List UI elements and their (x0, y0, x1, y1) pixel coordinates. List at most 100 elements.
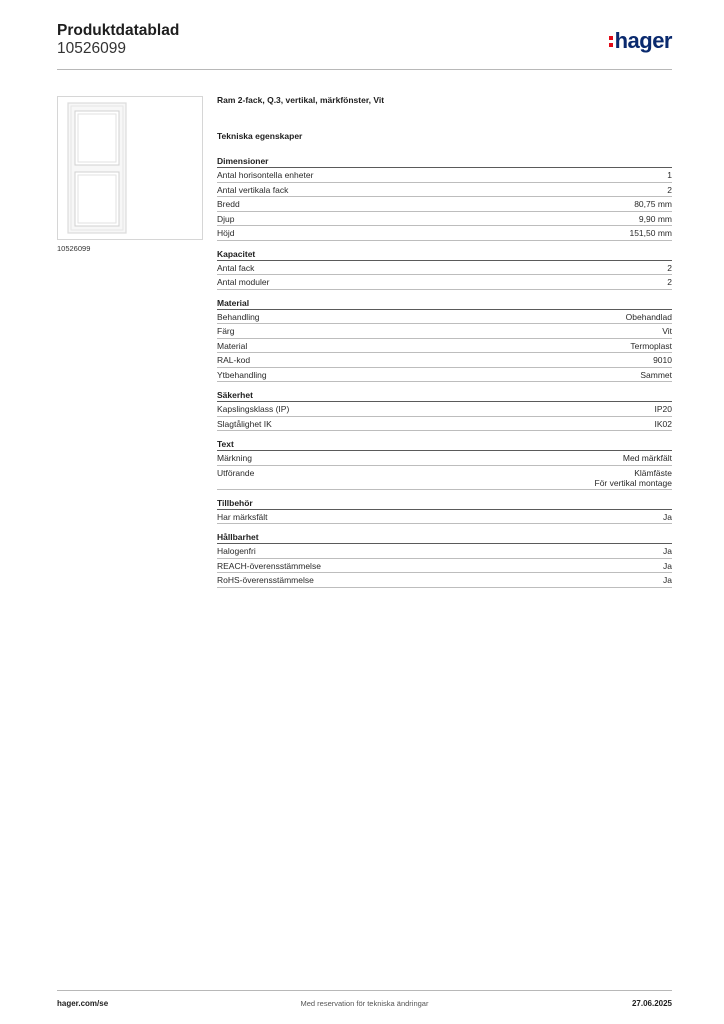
spec-row: Färg Vit (217, 324, 672, 339)
spec-label: RoHS-överensstämmelse (217, 575, 314, 585)
logo-dots-icon (608, 35, 613, 47)
spec-label: Höjd (217, 228, 235, 238)
group-title: Dimensioner (217, 156, 672, 168)
spec-value-line: Ja (663, 575, 672, 585)
spec-label: Har märksfält (217, 511, 268, 522)
spec-value-line: 9010 (653, 355, 672, 365)
spec-value-line: Ja (663, 546, 672, 556)
group-title: Kapacitet (217, 249, 672, 261)
spec-value-line: Vit (662, 326, 672, 336)
spec-row: Antal horisontella enheter 1 (217, 168, 672, 183)
spec-row: RoHS-överensstämmelse Ja (217, 573, 672, 588)
page-footer: hager.com/se Med reservation för teknisk… (57, 990, 672, 1012)
spec-row: Har märksfält Ja (217, 510, 672, 524)
document-number: 10526099 (57, 40, 126, 57)
spec-label: Bredd (217, 199, 240, 209)
spec-label: Utförande (217, 467, 255, 478)
spec-value-line: Termoplast (630, 340, 672, 351)
spec-value: 9,90 mm (639, 214, 672, 224)
spec-label: Slagtålighet IK (217, 418, 272, 429)
spec-value: Ja (663, 546, 672, 556)
spec-row: Halogenfri Ja (217, 544, 672, 559)
spec-value: 1 (667, 170, 672, 180)
footer-date: 27.06.2025 (631, 999, 672, 1008)
spec-label: Ytbehandling (217, 369, 267, 380)
spec-row: Behandling Obehandlad (217, 310, 672, 324)
document-title: Produktdatablad (57, 22, 180, 39)
spec-label: Kapslingsklass (IP) (217, 404, 290, 414)
spec-value-line: Ja (663, 511, 672, 522)
product-title: Ram 2-fack, Q.3, vertikal, märkfönster, … (217, 95, 385, 105)
spec-value-line: Obehandlad (625, 311, 672, 322)
spec-value-line: 80,75 mm (634, 199, 672, 209)
spec-value: Ja (663, 575, 672, 585)
spec-row: Märkning Med märkfält (217, 451, 672, 466)
spec-row: Antal moduler 2 (217, 275, 672, 290)
group-title: Hållbarhet (217, 532, 672, 544)
spec-row: Ytbehandling Sammet (217, 368, 672, 382)
spec-value-line: 1 (667, 170, 672, 180)
spec-row: RAL-kod 9010 (217, 353, 672, 368)
frame-illustration-icon (67, 102, 127, 234)
spec-value-line: 2 (667, 277, 672, 287)
spec-label: Material (217, 340, 248, 351)
spec-value: Termoplast (630, 341, 672, 351)
group-title: Säkerhet (217, 390, 672, 402)
spec-value: 2 (667, 263, 672, 273)
spec-label: Halogenfri (217, 546, 256, 556)
image-caption: 10526099 (57, 244, 91, 253)
spec-value-line: Sammet (640, 369, 672, 380)
spec-value: 2 (667, 277, 672, 287)
spec-label: Antal horisontella enheter (217, 170, 314, 180)
group-title: Material (217, 298, 672, 310)
spec-row: Slagtålighet IK IK02 (217, 417, 673, 431)
spec-value-line: Klämfäste (634, 467, 672, 478)
footer-disclaimer: Med reservation för tekniska ändringar (300, 999, 429, 1008)
spec-content: Ram 2-fack, Q.3, vertikal, märkfönster, … (217, 95, 672, 596)
spec-row: Höjd 151,50 mm (217, 226, 672, 241)
spec-value: Ja (663, 512, 672, 522)
spec-value-line: 151,50 mm (629, 228, 672, 238)
spec-row: Material Termoplast (217, 339, 672, 353)
spec-label: Antal fack (217, 262, 255, 273)
spec-value-line: IK02 (654, 418, 673, 429)
spec-label: Behandling (217, 311, 260, 322)
spec-value-line: Ja (663, 560, 672, 571)
spec-value-line: Med märkfält (622, 453, 672, 463)
product-image (57, 96, 203, 240)
spec-value: Med märkfält (623, 453, 672, 463)
spec-value-line: IP20 (654, 404, 673, 414)
spec-value: IK02 (655, 419, 673, 429)
spec-value: Obehandlad (626, 312, 672, 322)
spec-value: Vit (662, 326, 672, 336)
spec-row: REACH-överensstämmelse Ja (217, 559, 672, 573)
page-header: Produktdatablad 10526099 hager (57, 22, 673, 70)
section-heading: Tekniska egenskaper (217, 131, 303, 141)
spec-value: 151,50 mm (629, 228, 672, 238)
spec-label: Färg (217, 326, 235, 336)
spec-label: Djup (217, 213, 235, 224)
spec-label: Märkning (217, 453, 252, 463)
spec-label: Antal moduler (217, 277, 270, 287)
spec-value-line: 2 (667, 184, 672, 195)
spec-value: 2 (667, 185, 672, 195)
spec-value: Sammet (640, 370, 672, 380)
spec-label: RAL-kod (217, 355, 251, 365)
spec-value: Ja (663, 561, 672, 571)
group-title: Text (217, 439, 672, 451)
footer-website: hager.com/se (57, 999, 109, 1008)
spec-label: REACH-överensstämmelse (217, 560, 321, 571)
spec-value: 80,75 mm (634, 199, 672, 209)
spec-row: Bredd 80,75 mm (217, 197, 672, 212)
